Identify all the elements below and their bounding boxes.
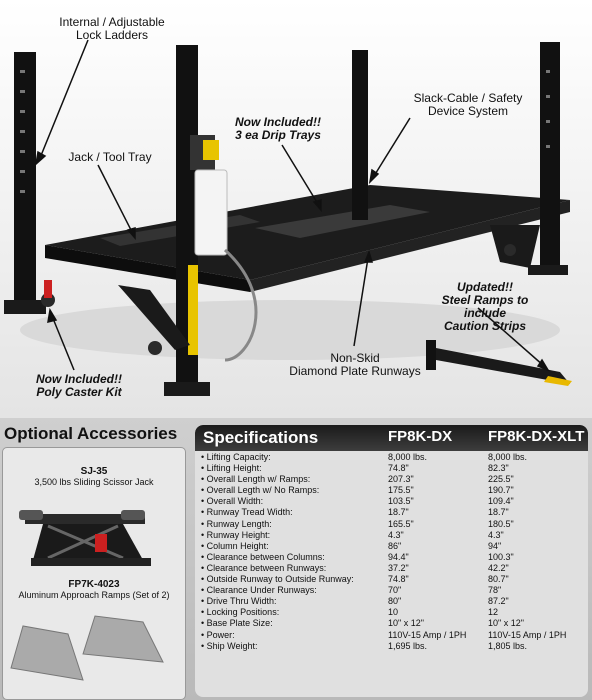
- spec-row: • Locking Positions: 10 12: [195, 607, 588, 618]
- spec-name: • Clearance between Runways:: [201, 562, 327, 573]
- spec-value: 180.5": [488, 518, 514, 529]
- drip-tray: [255, 205, 430, 238]
- spec-value: 78": [488, 585, 502, 596]
- spec-value: 103.5": [388, 496, 414, 507]
- spec-value: 4.3": [488, 529, 504, 540]
- spec-row: • Clearance between Columns: 94.4" 100.3": [195, 552, 588, 563]
- scissor-jack-image: [19, 510, 151, 566]
- accessory-images: [10, 510, 164, 681]
- spec-row: • Drive Thru Width: 80" 87.2": [195, 596, 588, 607]
- column-rear-right: [540, 42, 560, 272]
- spec-name: • Locking Positions:: [201, 607, 280, 618]
- spec-title: Specifications: [203, 428, 319, 447]
- spec-value: 42.2": [488, 562, 509, 573]
- spec-value: 8,000 lbs.: [388, 452, 428, 462]
- spec-value: 190.7": [488, 485, 514, 496]
- spec-value: 70": [388, 585, 402, 596]
- spec-name: • Runway Length:: [201, 518, 272, 529]
- spec-name: • Overall Legth w/ No Ramps:: [201, 485, 320, 496]
- callout-slack-cable: Slack-Cable / Safety Device System: [413, 91, 523, 118]
- spec-value: 1,805 lbs.: [488, 640, 528, 651]
- product-illustration: Internal / Adjustable Lock Ladders Slack…: [0, 0, 592, 418]
- spec-value: 80.7": [488, 574, 509, 585]
- accessory-item: FP7K-4023 Aluminum Approach Ramps (Set o…: [18, 579, 170, 600]
- spec-value: 4.3": [388, 529, 404, 540]
- spec-value: 10" x 12": [388, 618, 424, 629]
- spec-name: • Column Height:: [201, 540, 269, 551]
- spec-value: 165.5": [388, 518, 414, 529]
- spec-value: 207.3": [388, 474, 414, 485]
- spec-name: • Drive Thru Width:: [201, 596, 277, 607]
- spec-value: 18.7": [488, 507, 509, 518]
- accessory-item: SJ-35 3,500 lbs Sliding Scissor Jack: [34, 466, 154, 487]
- spec-value: 8,000 lbs.: [488, 452, 528, 462]
- spec-name: • Runway Height:: [201, 529, 271, 540]
- spec-row: • Ship Weight: 1,695 lbs. 1,805 lbs.: [195, 641, 588, 652]
- spec-value: 1,695 lbs.: [388, 640, 428, 651]
- spec-row: • Clearance between Runways: 37.2" 42.2": [195, 563, 588, 574]
- spec-name: • Power:: [201, 629, 235, 640]
- spec-row: • Runway Length: 165.5" 180.5": [195, 519, 588, 530]
- lift-drawing: [4, 39, 572, 396]
- model-1-header: FP8K-DX: [388, 428, 453, 445]
- column-rear-left: [352, 50, 368, 220]
- spec-row: • Runway Height: 4.3" 4.3": [195, 530, 588, 541]
- spec-value: 225.5": [488, 474, 514, 485]
- spec-value: 80": [388, 596, 402, 607]
- spec-row: • Power: 110V-15 Amp / 1PH 110V-15 Amp / 1…: [195, 630, 588, 641]
- column-front-left: [14, 52, 36, 310]
- spec-row: • Overall Length w/ Ramps: 207.3" 225.5": [195, 474, 588, 485]
- spec-name: • Base Plate Size:: [201, 618, 273, 629]
- spec-value: 94": [488, 540, 502, 551]
- spec-row: • Lifting Height: 74.8" 82.3": [195, 463, 588, 474]
- callout-lock-ladders: Internal / Adjustable Lock Ladders: [59, 15, 165, 42]
- spec-value: 10: [388, 607, 399, 618]
- spec-row: • Outside Runway to Outside Runway: 74.8"…: [195, 574, 588, 585]
- spec-name: • Lifting Capacity:: [201, 452, 271, 462]
- spec-row: • Runway Tread Width: 18.7" 18.7": [195, 507, 588, 518]
- spec-name: • Overall Width:: [201, 496, 264, 507]
- steel-ramp: [436, 348, 570, 384]
- accessories-title: Optional Accessories: [4, 424, 178, 443]
- spec-row: • Overall Legth w/ No Ramps: 175.5" 190.7": [195, 485, 588, 496]
- spec-value: 87.2": [488, 596, 509, 607]
- spec-row: • Column Height: 86" 94": [195, 541, 588, 552]
- approach-ramps-image: [10, 615, 164, 681]
- spec-name: • Overall Length w/ Ramps:: [201, 474, 311, 485]
- spec-row: • Lifting Capacity: 8,000 lbs. 8,000 lbs.: [195, 452, 588, 463]
- spec-value: 94.4": [388, 551, 409, 562]
- spec-value: 12: [488, 607, 499, 618]
- spec-row: • Clearance Under Runways: 70" 78": [195, 585, 588, 596]
- spec-header: Specifications FP8K-DX FP8K-DX-XLT: [195, 425, 588, 451]
- spec-row: • Base Plate Size: 10" x 12" 10" x 12": [195, 618, 588, 629]
- spec-value: 37.2": [388, 562, 409, 573]
- spec-value: 82.3": [488, 463, 509, 474]
- spec-value: 18.7": [388, 507, 409, 518]
- spec-value: 74.8": [388, 463, 409, 474]
- spec-row: • Overall Width: 103.5" 109.4": [195, 496, 588, 507]
- spec-name: • Clearance between Columns:: [201, 551, 325, 562]
- model-2-header: FP8K-DX-XLT: [488, 428, 585, 445]
- spec-value: 100.3": [488, 551, 514, 562]
- spec-name: • Lifting Height:: [201, 463, 262, 474]
- accessories-box: SJ-35 3,500 lbs Sliding Scissor Jack FP7…: [2, 447, 186, 700]
- spec-name: • Ship Weight:: [201, 640, 258, 651]
- spec-value: 74.8": [388, 574, 409, 585]
- spec-value: 10" x 12": [488, 618, 524, 629]
- spec-value: 110V-15 Amp / 1PH: [388, 629, 467, 640]
- spec-name: • Clearance Under Runways:: [201, 585, 317, 596]
- spec-name: • Runway Tread Width:: [201, 507, 293, 518]
- callout-drip-trays: Now Included!!3 ea Drip Trays: [235, 115, 321, 142]
- specifications-table: Specifications FP8K-DX FP8K-DX-XLT • Lif…: [195, 425, 588, 697]
- spec-value: 110V-15 Amp / 1PH: [488, 629, 567, 640]
- callout-jack-tray: Jack / Tool Tray: [68, 150, 152, 164]
- spec-name: • Outside Runway to Outside Runway:: [201, 574, 354, 585]
- spec-value: 86": [388, 540, 402, 551]
- callout-caster: Now Included!!Poly Caster Kit: [36, 372, 122, 399]
- spec-rows: • Lifting Capacity:8,000 lbs.8,000 lbs.•…: [195, 452, 588, 652]
- spec-value: 109.4": [488, 496, 514, 507]
- spec-value: 175.5": [388, 485, 414, 496]
